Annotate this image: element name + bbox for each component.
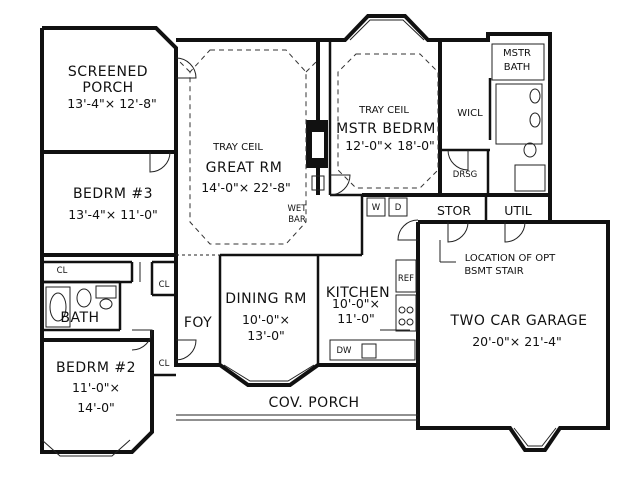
dw-label: DW: [337, 346, 353, 356]
door-swing-util: [504, 221, 526, 243]
mstr-bedrm-dims: 12'-0"× 18'-0": [345, 138, 435, 153]
door-swing-drsg: [447, 149, 469, 171]
cl-lower-label: CL: [159, 359, 170, 369]
front-wall: [174, 255, 418, 387]
door-swing-stor: [447, 221, 469, 243]
mstr-bath-label-2: BATH: [504, 62, 531, 73]
bedrm2-dims-1: 11'-0"×: [72, 380, 120, 395]
wet-bar-label-1: WET: [288, 204, 308, 214]
garage-label: TWO CAR GARAGE: [449, 313, 587, 329]
door-swing-porch: [175, 57, 197, 79]
mstr-bedrm-note: TRAY CEIL: [358, 105, 409, 116]
bedrm2-label: BEDRM #2: [56, 360, 136, 376]
cl-left-label: CL: [57, 266, 68, 276]
washer-label: W: [372, 203, 381, 213]
kitchen-label: KITCHEN: [326, 285, 390, 301]
wicl-label: WICL: [457, 108, 483, 119]
mstr-bath-label-1: MSTR: [503, 48, 531, 59]
dining-rm-dims-1: 10'-0"×: [242, 312, 290, 327]
kitchen-dims-2: 11'-0": [337, 311, 375, 326]
cov-porch-label: COV. PORCH: [268, 395, 359, 411]
bsmt-stair-label-1: LOCATION OF OPT: [465, 253, 556, 264]
washer-dryer: [366, 197, 408, 217]
screened-porch-dims: 13'-4"× 12'-8": [67, 96, 157, 111]
door-swing-foyer: [175, 339, 197, 361]
bedrm3-dims: 13'-4"× 11'-0": [68, 207, 158, 222]
doors: [131, 57, 526, 361]
great-rm-label: GREAT RM: [206, 160, 283, 176]
cl-mid-label: CL: [159, 280, 170, 290]
tray-ceiling-great-room: [177, 49, 317, 245]
stor-label: STOR: [437, 203, 471, 218]
bsmt-stair-label-2: BSMT STAIR: [464, 266, 523, 277]
bedrm3-outline: [40, 152, 178, 257]
dryer-label: D: [395, 203, 402, 213]
tray-ceiling-master: [337, 53, 439, 189]
bedrm2-outline: [40, 330, 154, 454]
mstr-bedrm-label: MSTR BEDRM: [336, 121, 436, 137]
garage-outline: [416, 220, 610, 452]
door-swing-bedrm3: [149, 151, 171, 173]
bay-details: [41, 19, 557, 457]
wet-bar-label-2: BAR: [288, 215, 306, 225]
kitchen-dims-1: 10'-0"×: [332, 296, 380, 311]
fireplace: [306, 120, 328, 191]
door-swing-garage: [397, 219, 419, 241]
interior-walls: [42, 40, 492, 377]
door-swing-bedrm2: [131, 329, 153, 351]
great-rm-note: TRAY CEIL: [212, 142, 263, 153]
dining-rm-dims-2: 13'-0": [247, 328, 285, 343]
foy-label: FOY: [184, 315, 212, 331]
door-swing-master: [329, 174, 351, 196]
bedrm2-dims-2: 14'-0": [77, 400, 115, 415]
drsg-label: DRSG: [453, 170, 477, 180]
ref-label: REF: [398, 274, 414, 284]
util-label: UTIL: [504, 203, 531, 218]
screened-porch-label-2: PORCH: [82, 80, 133, 96]
room-labels: SCREENED PORCH 13'-4"× 12'-8" TRAY CEIL …: [56, 48, 587, 415]
bath-label: BATH: [60, 310, 99, 326]
dining-rm-label: DINING RM: [225, 291, 307, 307]
bath-fixtures: [45, 43, 546, 328]
garage-dims: 20'-0"× 21'-4": [472, 334, 562, 349]
great-rm-dims: 14'-0"× 22'-8": [201, 180, 291, 195]
screened-porch-label-1: SCREENED: [68, 64, 148, 80]
bedrm3-label: BEDRM #3: [73, 186, 153, 202]
